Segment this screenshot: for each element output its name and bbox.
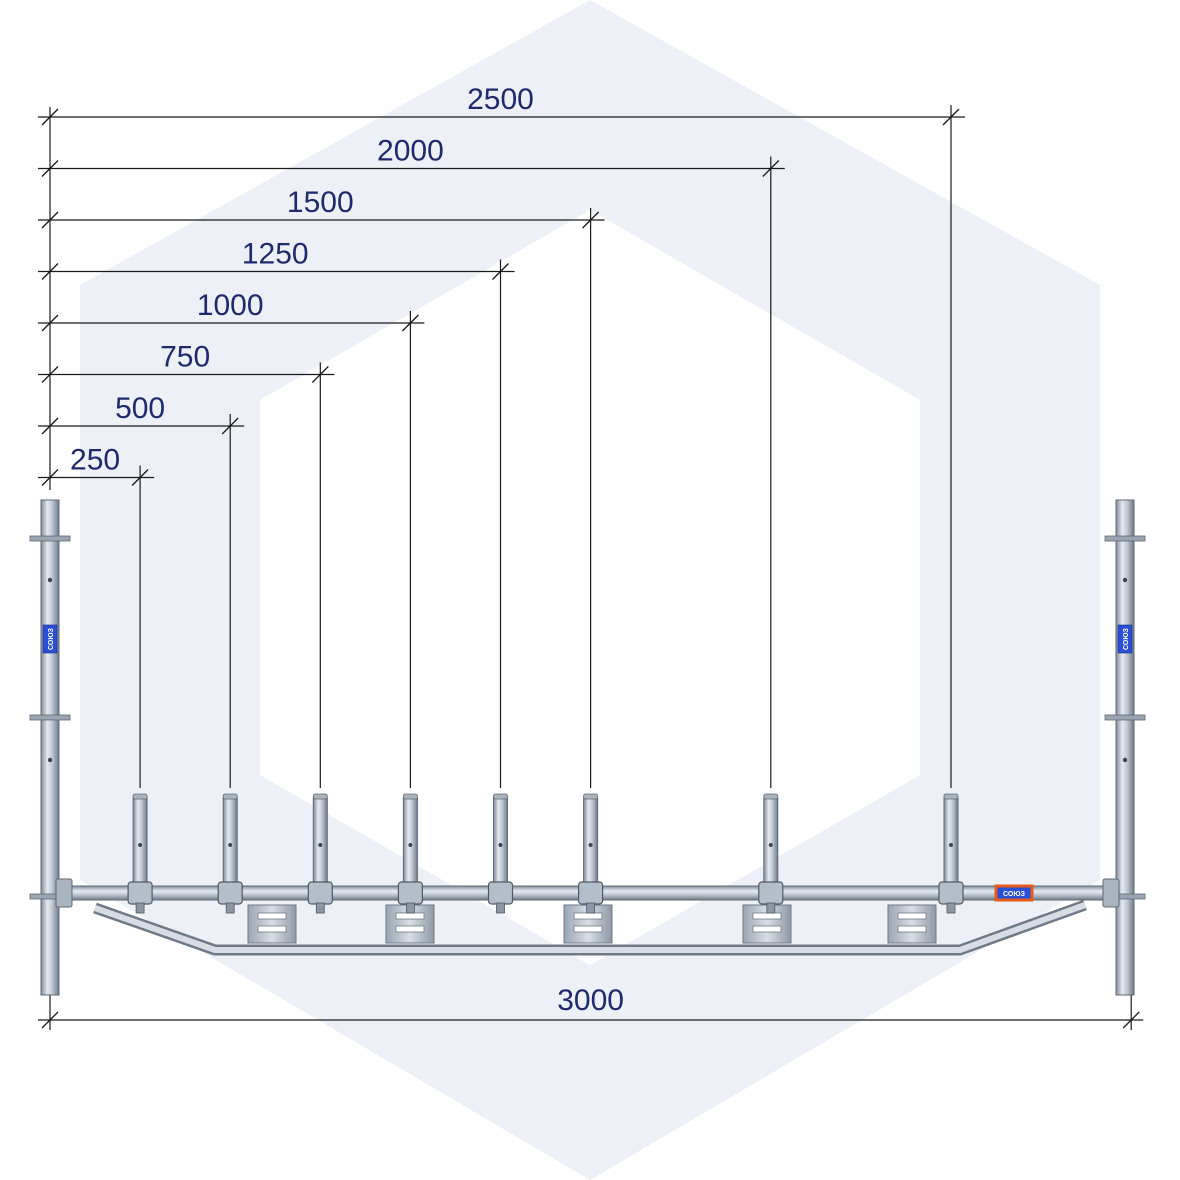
spigot-2500	[943, 795, 959, 889]
spigot-2000	[763, 795, 779, 889]
dimension-label-750: 750	[160, 341, 210, 374]
spigot-pin-hole-2000	[768, 843, 773, 847]
spigot-250	[132, 795, 148, 889]
dimension-tick-start-1250	[41, 263, 59, 280]
beam-end-coupler-left	[55, 878, 73, 908]
spigot-clamp-bolt-2000	[766, 902, 776, 914]
spigot-cap-1500	[583, 793, 598, 800]
spigot-clamp-bolt-500	[225, 902, 235, 914]
beam-logo-sticker	[994, 884, 1034, 902]
standard-hole	[1122, 577, 1128, 583]
spigot-clamp-250	[127, 881, 153, 905]
spigot-pin-hole-750	[318, 843, 323, 847]
logo-label-right	[1117, 624, 1133, 654]
spigot-clamp-750	[307, 881, 333, 905]
ledger-plate-slot	[897, 912, 927, 920]
dimension-label-1000: 1000	[197, 289, 264, 322]
spigot-clamp-1000	[397, 881, 423, 905]
rosette-left	[29, 535, 71, 542]
rosette-right	[1104, 714, 1146, 721]
scaffold-hardware: СОЮЗ СОЮЗ СОЮЗ	[29, 499, 1146, 996]
spigot-cap-2500	[943, 793, 959, 800]
beam-logo-text: СОЮЗ	[1003, 891, 1026, 898]
spigot-pin-hole-1000	[408, 843, 413, 847]
dimension-tick-start-750	[41, 366, 59, 383]
overall-tick-left	[41, 1011, 59, 1029]
spigot-pin-hole-2500	[949, 843, 953, 847]
spigot-clamp-bolt-1500	[586, 902, 595, 914]
vertical-standard-left	[40, 499, 60, 996]
overall-dimension-label: 3000	[557, 984, 624, 1017]
ledger-plate-slot	[897, 925, 927, 933]
spigot-cap-1000	[402, 793, 418, 800]
spigot-pin-hole-1500	[588, 843, 593, 847]
spigot-clamp-bolt-1250	[496, 902, 505, 914]
spigot-clamp-bolt-1000	[405, 902, 415, 914]
dimension-label-500: 500	[115, 392, 165, 425]
rosette-right	[1104, 535, 1146, 542]
dimension-tick-start-500	[41, 417, 59, 435]
spigot-500	[222, 795, 238, 889]
ledger-plate-1	[247, 904, 297, 944]
spigot-clamp-bolt-750	[315, 902, 325, 914]
ledger-plate-5	[887, 904, 937, 944]
spigot-cap-250	[132, 793, 148, 800]
spigot-1000	[402, 795, 418, 889]
spigot-cap-1250	[493, 793, 508, 800]
spigot-clamp-bolt-2500	[946, 902, 956, 914]
spigot-clamp-bolt-250	[135, 902, 145, 914]
dimension-label-2500: 2500	[467, 83, 534, 116]
spigot-clamp-2500	[938, 881, 964, 905]
ledger-plate-slot	[752, 925, 782, 933]
dimension-label-1500: 1500	[287, 186, 354, 219]
dimension-tick-start-250	[41, 469, 59, 486]
spigot-1500	[583, 795, 599, 889]
spigot-pin-hole-500	[228, 843, 233, 847]
dimension-tick-start-2500	[41, 108, 59, 126]
standard-hole	[1122, 757, 1128, 763]
dimension-tick-start-1000	[41, 314, 59, 332]
logo-text-left: СОЮЗ	[48, 627, 55, 650]
standard-hole	[47, 757, 53, 763]
beam-end-coupler-right	[1102, 878, 1120, 908]
spigot-750	[312, 795, 328, 889]
overall-tick-right	[1122, 1011, 1140, 1029]
ledger-plate-slot	[257, 925, 287, 933]
spigot-cap-750	[312, 793, 328, 800]
dimension-label-2000: 2000	[377, 135, 444, 168]
spigot-1250	[493, 795, 508, 889]
standard-hole	[47, 577, 53, 583]
ledger-plate-slot	[395, 912, 425, 920]
logo-text-right: СОЮЗ	[1123, 627, 1130, 650]
ledger-plate-slot	[573, 925, 603, 933]
ledger-plate-slot	[257, 912, 287, 920]
dimension-labels: 250 500 750 1000 1250 1500 2000 2500 3000	[70, 83, 624, 1017]
spigot-clamp-1250	[487, 881, 514, 905]
spigot-cap-500	[222, 793, 238, 800]
spigot-cap-2000	[763, 793, 779, 800]
spigot-clamp-2000	[758, 881, 784, 905]
truss-chord	[94, 902, 1087, 953]
ledger-plate-slot	[752, 912, 782, 920]
dimension-lines	[38, 105, 1144, 1030]
spigot-pin-hole-1250	[498, 843, 503, 847]
vertical-standard-right	[1115, 499, 1135, 996]
dimension-label-250: 250	[70, 444, 120, 477]
spigot-clamp-500	[217, 881, 243, 905]
dimension-tick-start-2000	[41, 160, 59, 177]
rosette-left	[29, 714, 71, 721]
ledger-plate-slot	[573, 912, 603, 920]
dimension-tick-start-1500	[41, 211, 59, 229]
ledger-plate-slot	[395, 925, 425, 933]
dimension-label-1250: 1250	[242, 238, 309, 271]
spigot-clamp-1500	[577, 881, 604, 905]
spigot-pin-hole-250	[138, 843, 143, 847]
logo-label-left	[42, 624, 58, 654]
